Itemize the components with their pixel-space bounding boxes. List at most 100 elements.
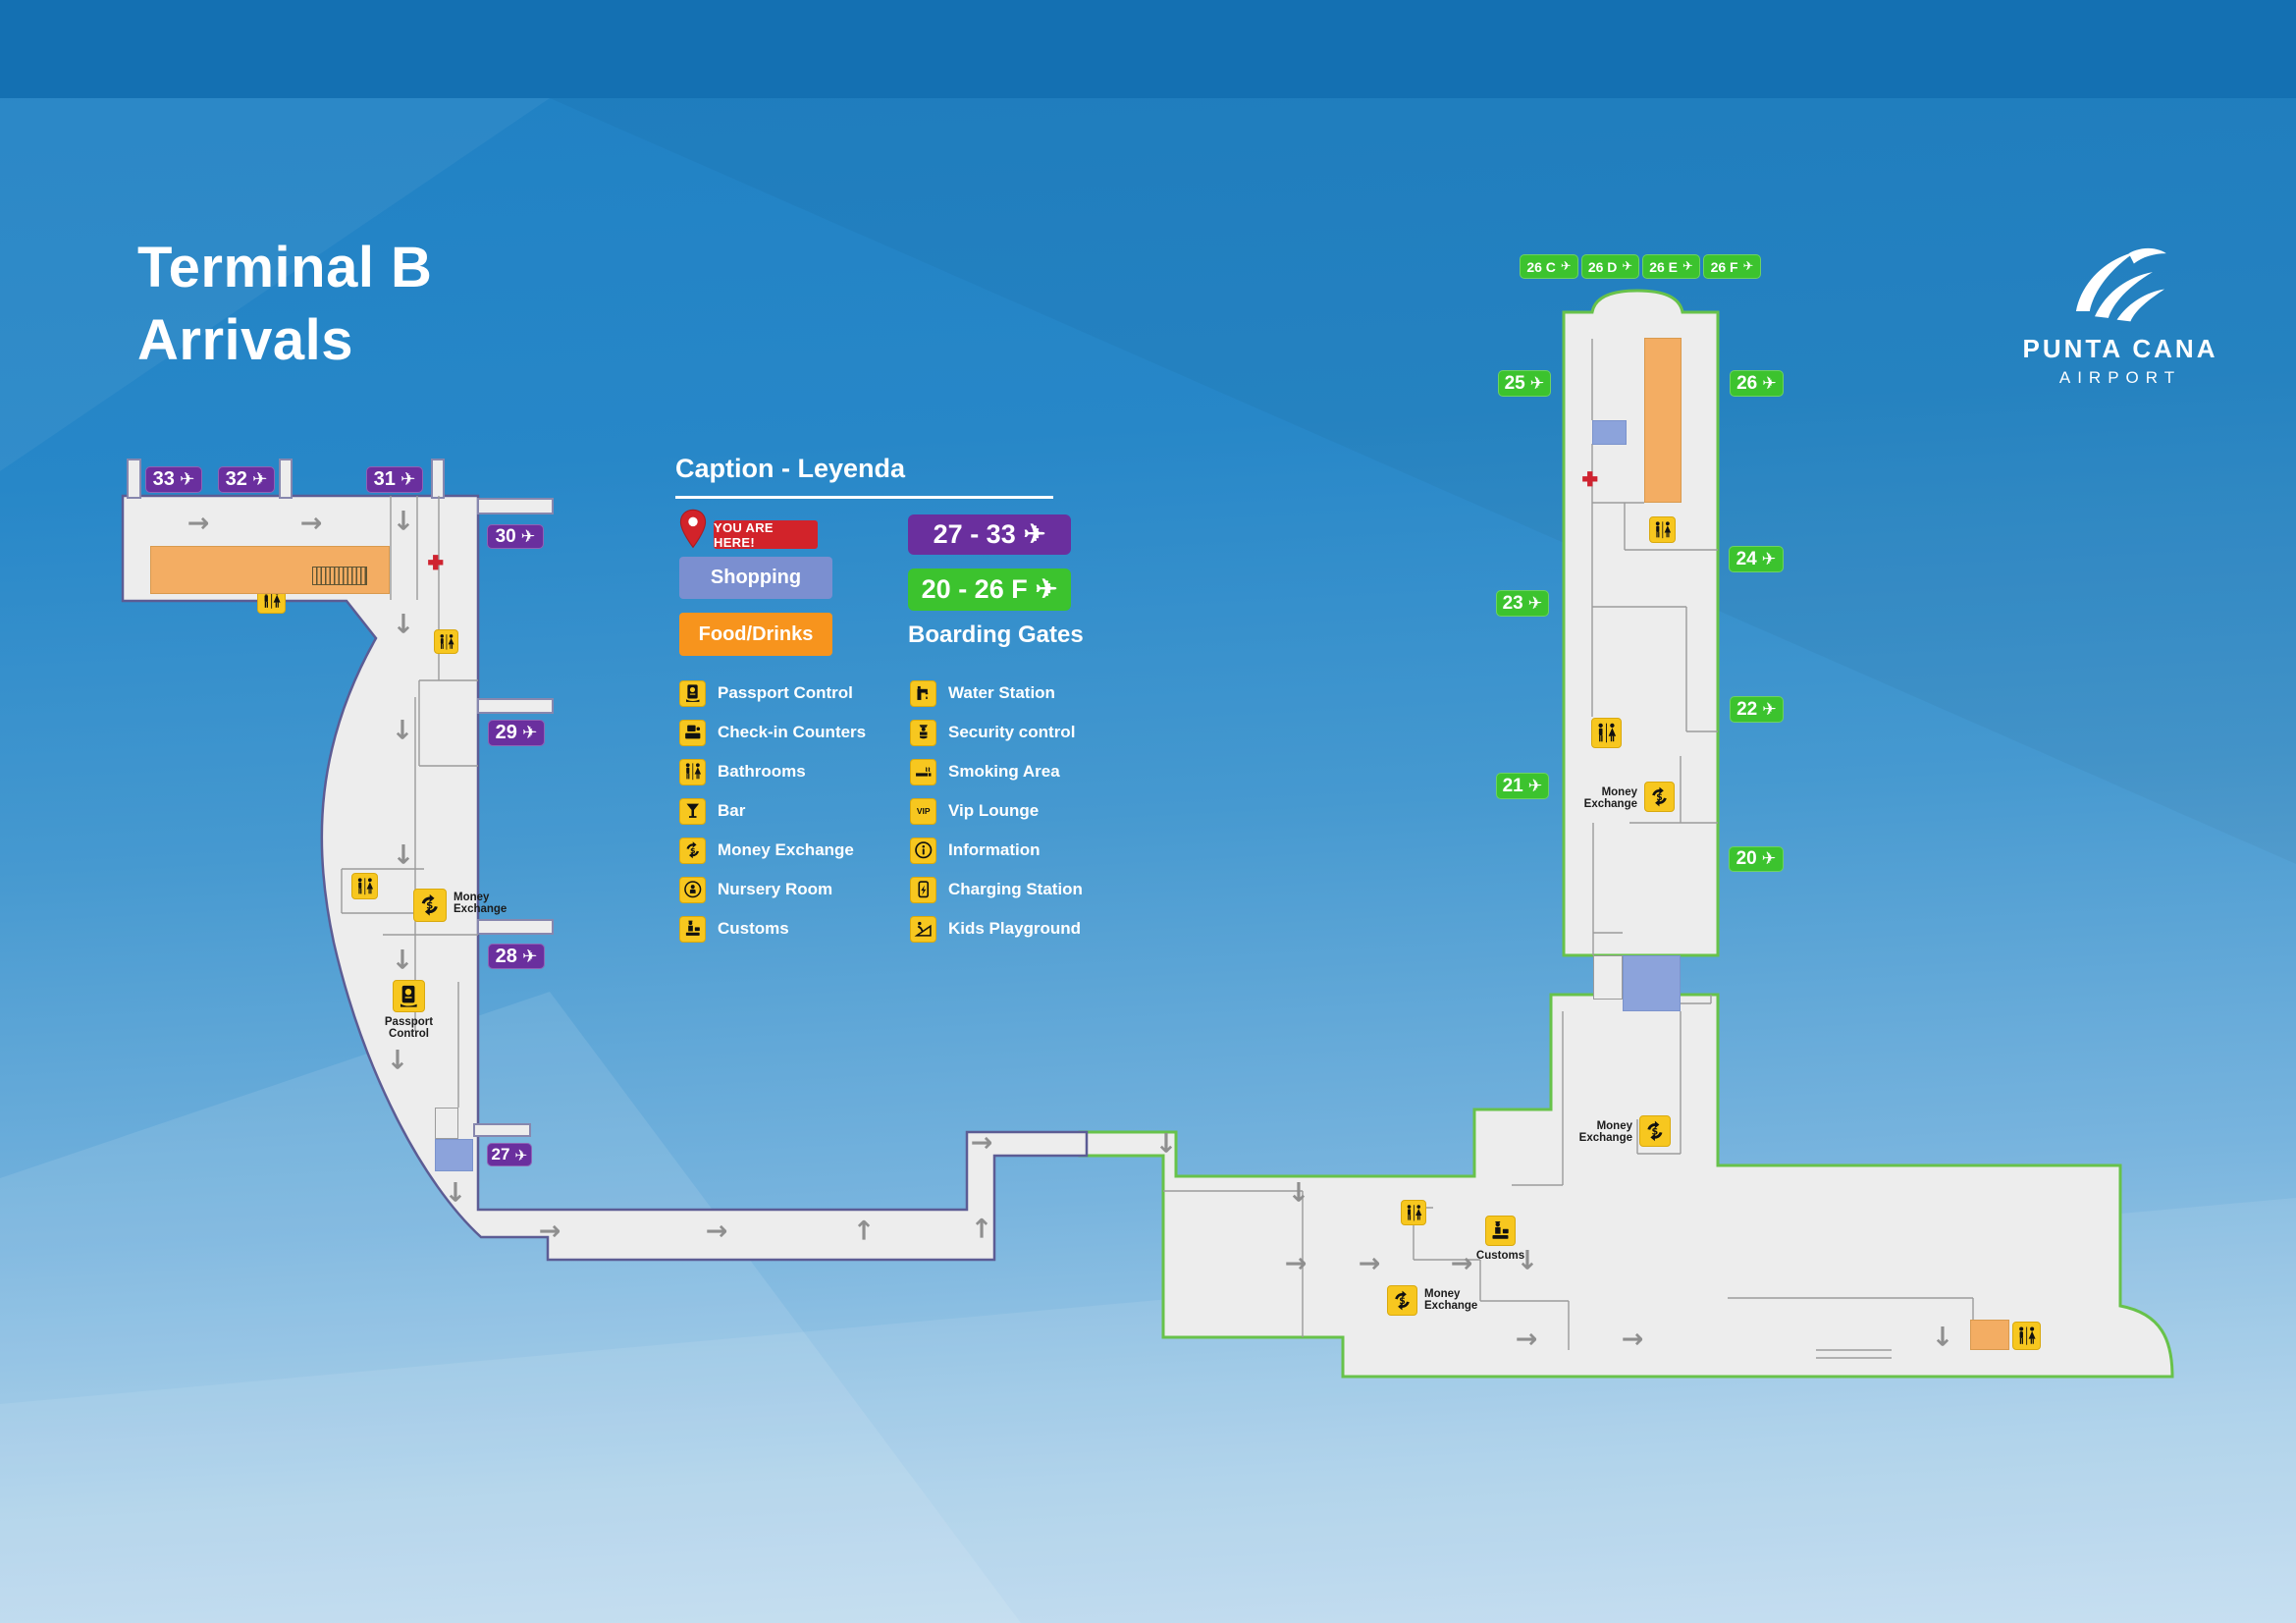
- wc-icon: [1591, 718, 1622, 748]
- plane-icon: ✈: [1762, 699, 1777, 720]
- customs-icon: [1485, 1216, 1516, 1246]
- legend-gates-27-33-badge: 27 - 33✈: [908, 514, 1071, 555]
- direction-arrow-down-icon: →: [388, 842, 419, 866]
- gate-badge-26e: 26 E✈: [1642, 254, 1700, 279]
- legend-item-bar: Bar: [679, 791, 866, 831]
- gate-number: 24: [1735, 548, 1757, 569]
- legend-item-info: Information: [910, 831, 1083, 870]
- legend-item-label: Information: [948, 840, 1041, 859]
- zone-food: [1970, 1320, 2009, 1350]
- direction-arrow-right-icon: →: [538, 1216, 561, 1247]
- legend-divider: [675, 496, 1053, 499]
- gate-badge-26: 26✈: [1730, 370, 1784, 397]
- wc-icon: [2012, 1322, 2041, 1350]
- legend-shopping-badge: Shopping: [679, 557, 832, 599]
- wc-icon: [679, 758, 706, 785]
- direction-arrow-down-icon: →: [388, 509, 419, 532]
- gate-badge-26f: 26 F✈: [1703, 254, 1761, 279]
- plane-icon: ✈: [1527, 776, 1543, 796]
- first-aid-cross-icon: [1577, 466, 1602, 491]
- legend-item-label: Bathrooms: [718, 762, 806, 781]
- legend-title: Caption - Leyenda: [675, 454, 906, 483]
- moneyex-icon: [679, 837, 706, 864]
- legend-item-label: Water Station: [948, 683, 1055, 702]
- passport-icon: [393, 980, 425, 1012]
- direction-arrow-up-icon: →: [966, 1217, 997, 1240]
- airport-logo: PUNTA CANA AIRPORT: [2002, 243, 2238, 388]
- direction-arrow-right-icon: →: [705, 1216, 728, 1247]
- gate-badge-31: 31✈: [366, 466, 423, 493]
- legend-food-drinks-badge: Food/Drinks: [679, 613, 832, 656]
- legend-item-label: Money Exchange: [718, 840, 854, 859]
- zone-shopping: [1592, 420, 1627, 445]
- moneyex-label: Money Exchange: [1583, 786, 1637, 811]
- legend-item-checkin: Check-in Counters: [679, 713, 866, 752]
- legend-item-label: Passport Control: [718, 683, 853, 702]
- legend-item-nursery: Nursery Room: [679, 870, 866, 909]
- plane-icon: ✈: [521, 723, 538, 743]
- direction-arrow-right-icon: →: [1515, 1324, 1538, 1355]
- legend-item-customs: Customs: [679, 909, 866, 948]
- plane-icon: ✈: [1529, 373, 1545, 394]
- legend-item-smoking: Smoking Area: [910, 752, 1083, 791]
- gate-badge-30: 30✈: [487, 524, 544, 549]
- checkin-icon: [679, 719, 706, 746]
- direction-arrow-right-icon: →: [970, 1127, 993, 1159]
- moneyex-icon: [1387, 1285, 1417, 1316]
- gate-badge-26c: 26 C ✈: [1520, 254, 1578, 279]
- gate-badge-20: 20✈: [1729, 846, 1784, 872]
- plane-icon: ✈: [1761, 549, 1777, 569]
- gate-number: 27: [491, 1145, 510, 1163]
- passport-icon: [679, 679, 706, 707]
- legend-item-label: Bar: [718, 801, 746, 820]
- legend-item-passport: Passport Control: [679, 674, 866, 713]
- zone-shopping: [435, 1139, 473, 1171]
- page-title-line2: Arrivals: [137, 308, 354, 373]
- legend-item-label: Smoking Area: [948, 762, 1060, 781]
- info-icon: [910, 837, 936, 864]
- gate-number: 31: [373, 468, 396, 490]
- plane-icon: ✈: [400, 469, 416, 490]
- plane-icon: ✈: [520, 526, 536, 547]
- direction-arrow-down-icon: →: [1283, 1180, 1314, 1204]
- zone-room: [1593, 955, 1623, 1000]
- customs-icon: [679, 915, 706, 943]
- zone-shopping: [1623, 955, 1681, 1011]
- direction-arrow-down-icon: →: [440, 1180, 471, 1204]
- plane-icon: ✈: [1023, 519, 1046, 549]
- boarding-gates-label: Boarding Gates: [908, 622, 1084, 648]
- legend-item-wc: Bathrooms: [679, 752, 866, 791]
- gate-number: 26 E: [1649, 258, 1678, 275]
- gate-number: 22: [1736, 698, 1758, 720]
- legend-item-label: Vip Lounge: [948, 801, 1040, 820]
- security-icon: [910, 719, 936, 746]
- zone-food: [1644, 338, 1682, 503]
- direction-arrow-right-icon: →: [187, 508, 210, 539]
- gate-number: 33: [152, 468, 175, 490]
- wc-icon: [351, 873, 378, 899]
- plane-icon: ✈: [1742, 259, 1754, 274]
- direction-arrow-right-icon: →: [1621, 1324, 1644, 1355]
- wc-icon: [434, 629, 458, 654]
- nursery-icon: [679, 876, 706, 903]
- direction-arrow-down-icon: →: [382, 1048, 413, 1071]
- direction-arrow-down-icon: →: [388, 612, 419, 635]
- gate-number: 26 C: [1526, 258, 1556, 275]
- kids-icon: [910, 915, 936, 943]
- gate-number: 29: [495, 722, 517, 743]
- gate-badge-25: 25✈: [1498, 370, 1551, 397]
- bar-icon: [679, 797, 706, 825]
- legend-item-label: Check-in Counters: [718, 723, 867, 741]
- direction-arrow-right-icon: →: [1284, 1248, 1308, 1279]
- gate-number: 30: [495, 525, 516, 547]
- plane-icon: ✈: [1622, 259, 1633, 274]
- legend-item-charging: Charging Station: [910, 870, 1083, 909]
- smoking-icon: [910, 758, 936, 785]
- plane-icon: ✈: [1560, 259, 1572, 274]
- moneyex-label: Money Exchange: [1424, 1288, 1478, 1313]
- legend-gates-20-26f-badge: 20 - 26 F✈: [908, 568, 1071, 611]
- zone-room: [435, 1108, 458, 1139]
- plane-icon: ✈: [1527, 593, 1543, 614]
- legend-item-label: Charging Station: [948, 880, 1083, 898]
